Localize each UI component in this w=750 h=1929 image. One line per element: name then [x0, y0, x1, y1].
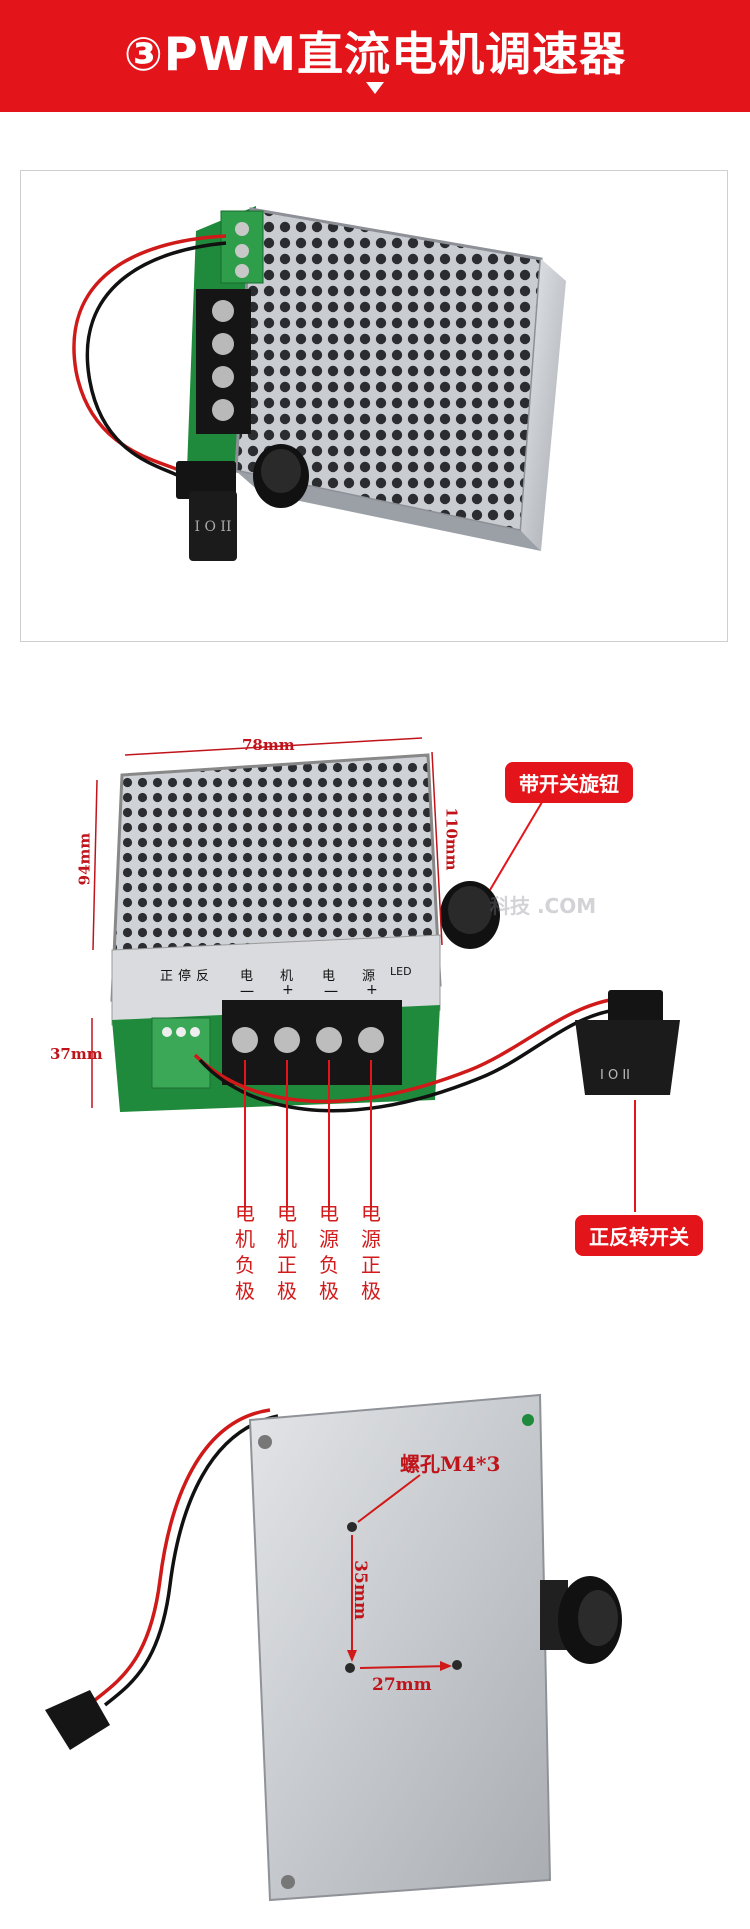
dim-vertical-label: 35mm	[349, 1560, 370, 1620]
wire-label-char: 电	[319, 1201, 339, 1225]
wire-label-char: 机	[277, 1227, 297, 1251]
wire-label-char: 极	[319, 1279, 339, 1303]
wire-label-char: 极	[277, 1279, 297, 1303]
wire-label-char: 正	[277, 1253, 297, 1277]
dim-horizontal-label: 27mm	[372, 1675, 432, 1695]
controller-back-illustration	[45, 1393, 622, 1902]
mounting-holes-photo: 螺孔M4*3 35mm 27mm	[0, 1380, 750, 1920]
wire-label-char: 源	[361, 1227, 381, 1251]
dim-front-label: 37mm	[50, 1045, 103, 1063]
wire-label-char: 极	[361, 1279, 381, 1303]
switch-marks: I O II	[600, 1068, 630, 1083]
wire-label-power-negative: 电 源 负 极	[318, 1200, 340, 1304]
wire-label-char: 机	[235, 1227, 255, 1251]
terminal-label-power-2: 源	[362, 969, 376, 984]
terminal-label-led: LED	[390, 965, 412, 978]
terminal-label-motor-2: 机	[280, 969, 294, 984]
terminal-label-forward: 正	[160, 969, 174, 984]
dim-height-label: 110mm	[442, 807, 461, 871]
dim-depth-label: 94mm	[75, 832, 94, 886]
terminal-label-reverse: 反	[196, 969, 210, 984]
product-photo-perspective: I O II	[20, 170, 728, 642]
sign-motor-neg: 一	[240, 985, 254, 1001]
terminal-label-power-1: 电	[322, 969, 336, 984]
sign-motor-pos: +	[282, 982, 294, 998]
wire-label-power-positive: 电 源 正 极	[360, 1200, 382, 1304]
wire-label-char: 电	[235, 1201, 255, 1225]
wire-label-char: 极	[235, 1279, 255, 1303]
wiring-diagram-photo: 78mm 94mm 110mm 37mm 正 停 反 电 机 电 源 LED 一…	[0, 700, 750, 1320]
controller-perspective-illustration: I O II	[72, 206, 566, 561]
page-title: ③PWM直流电机调速器	[123, 27, 627, 81]
watermark: 科技 .COM	[490, 894, 597, 918]
wire-label-char: 电	[361, 1201, 381, 1225]
hole-label: 螺孔M4*3	[400, 1452, 501, 1476]
wire-label-char: 负	[319, 1253, 339, 1277]
terminal-label-motor-1: 电	[240, 969, 254, 984]
callout-knob-switch: 带开关旋钮	[505, 762, 633, 803]
dim-width-label: 78mm	[242, 736, 295, 754]
svg-text:I O II: I O II	[195, 519, 232, 535]
terminal-label-stop: 停	[178, 969, 192, 984]
down-arrow-icon	[366, 82, 384, 94]
wire-label-char: 电	[277, 1201, 297, 1225]
wire-label-char: 源	[319, 1227, 339, 1251]
title-banner: ③PWM直流电机调速器	[0, 0, 750, 112]
callout-direction-switch: 正反转开关	[575, 1215, 703, 1256]
wire-label-motor-negative: 电 机 负 极	[234, 1200, 256, 1304]
sign-power-pos: +	[366, 982, 378, 998]
wire-label-char: 负	[235, 1253, 255, 1277]
sign-power-neg: 一	[324, 985, 338, 1001]
wire-label-motor-positive: 电 机 正 极	[276, 1200, 298, 1304]
controller-front-illustration	[91, 737, 680, 1212]
wire-label-char: 正	[361, 1253, 381, 1277]
